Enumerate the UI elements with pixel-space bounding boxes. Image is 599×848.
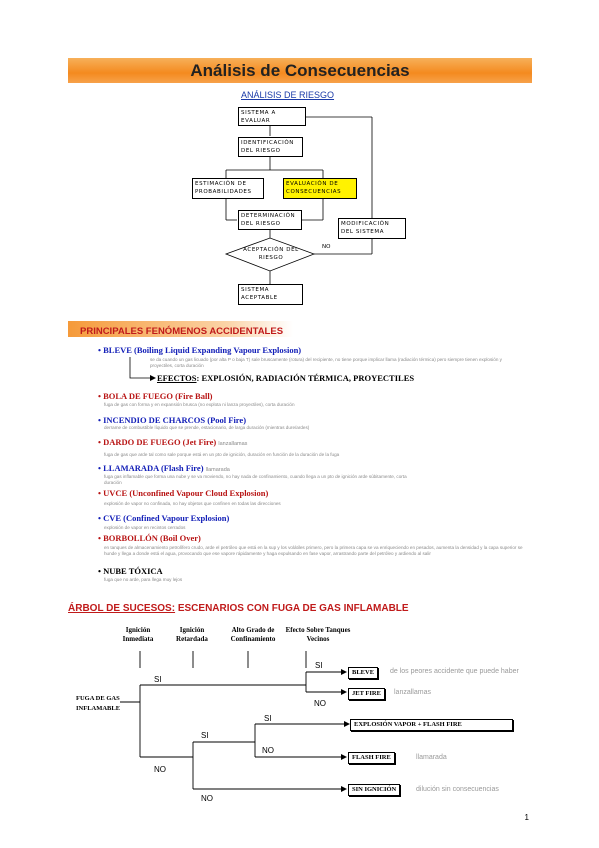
diamond-label: ACEPTACIÓN DEL RIESGO xyxy=(243,247,299,261)
arbol-heading: ÁRBOL DE SUCESOS: ESCENARIOS CON FUGA DE… xyxy=(68,603,409,614)
item-bola-fuego: • BOLA DE FUEGO (Fire Ball) xyxy=(98,391,213,401)
page-number: 1 xyxy=(524,813,529,822)
si-1: SI xyxy=(154,675,162,684)
si-4: SI xyxy=(315,661,323,670)
no-4: NO xyxy=(314,699,326,708)
bleve-desc: se da cuando un gas licuado (por alta P … xyxy=(150,357,502,368)
si-2: SI xyxy=(201,731,209,740)
nube-toxica-desc: fuga que no arde, para llega muy lejos xyxy=(104,577,183,582)
si-3: SI xyxy=(264,714,272,723)
no-1: NO xyxy=(154,765,166,774)
bleve-efectos: EFECTOS: EXPLOSIÓN, RADIACIÓN TÉRMICA, P… xyxy=(157,373,415,383)
fenomenos-heading-bar: PRINCIPALES FENÓMENOS ACCIDENTALES xyxy=(68,321,293,337)
incendio-charcos-desc: derrame de combustible líquido que se pr… xyxy=(104,425,310,430)
header-confinamiento: Alto Grado de Confinamiento xyxy=(230,626,276,643)
outcome-jet-fire: JET FIRE xyxy=(348,688,385,700)
outcome-flash-fire: FLASH FIRE xyxy=(348,752,395,764)
cve-desc: explosión de vapor en recintos cerrados xyxy=(104,525,186,530)
outcome-bleve: BLEVE xyxy=(348,667,379,679)
box-aceptable: SISTEMA ACEPTABLE xyxy=(238,284,303,305)
uvce-desc: explosión de vapor no confinada, no hay … xyxy=(104,501,281,506)
no-2: NO xyxy=(201,794,213,803)
header-ignicion-inmediata: Ignición Inmediata xyxy=(122,626,154,643)
item-cve: • CVE (Confined Vapour Explosion) xyxy=(98,513,230,523)
borbollon-desc: en tanques de almacenamiento petrolífero… xyxy=(104,545,523,556)
llamarada-desc: fuga gas inflamable que forma una nube y… xyxy=(104,474,407,485)
note-sin-ignicion: dilución sin consecuencias xyxy=(416,786,499,793)
riesgo-connectors xyxy=(224,116,373,284)
box-sistema: SISTEMA A EVALUAR xyxy=(238,107,306,126)
item-llamarada: • LLAMARADA (Flash Fire) llamarada xyxy=(98,463,230,473)
bleve-arrow xyxy=(129,357,156,381)
dardo-fuego-desc: fuga de gas que arde tal como sale porqu… xyxy=(104,452,340,457)
box-probabilidades: ESTIMACIÓN DE PROBABILIDADES xyxy=(192,178,264,199)
item-incendio-charcos: • INCENDIO DE CHARCOS (Pool Fire) xyxy=(98,415,247,425)
aceptacion-diamond xyxy=(224,237,316,272)
header-ignicion-retardada: Ignición Retardada xyxy=(176,626,208,643)
header-tanques: Efecto Sobre Tanques Vecinos xyxy=(285,626,351,643)
tree-start: FUGA DE GAS INFLAMABLE xyxy=(76,695,121,712)
item-dardo-fuego: • DARDO DE FUEGO (Jet Fire) lanzallamas xyxy=(98,437,248,447)
fenomenos-heading: PRINCIPALES FENÓMENOS ACCIDENTALES xyxy=(80,326,284,337)
item-borbollon: • BORBOLLÓN (Boil Over) xyxy=(98,533,201,543)
box-consecuencias: EVALUACIÓN DE CONSECUENCIAS xyxy=(283,178,357,199)
note-jet-fire: lanzallamas xyxy=(394,689,431,696)
outcome-explosion: EXPLOSIÓN VAPOR + FLASH FIRE xyxy=(350,719,513,731)
note-flash-fire: llamarada xyxy=(416,754,447,761)
bola-fuego-desc: fuga de gas con forma y en expansión bru… xyxy=(104,402,295,407)
box-modificacion: MODIFICACIÓN DEL SISTEMA xyxy=(338,218,406,239)
box-determinacion: DETERMINACIÓN DEL RIESGO xyxy=(238,210,302,230)
box-identificacion: IDENTIFICACIÓN DEL RIESGO xyxy=(238,137,303,157)
riesgo-subtitle: ANÁLISIS DE RIESGO xyxy=(241,90,335,100)
item-uvce: • UVCE (Unconfined Vapour Cloud Explosio… xyxy=(98,488,269,498)
title-bar: Análisis de Consecuencias xyxy=(68,58,532,83)
item-bleve: • BLEVE (Boiling Liquid Expanding Vapour… xyxy=(98,345,302,355)
item-nube-toxica: • NUBE TÓXICA xyxy=(98,566,163,576)
note-bleve: de los peores accidente que puede haber xyxy=(390,668,519,675)
no-label: NO xyxy=(322,244,331,250)
bleve-title: BLEVE (Boiling Liquid Expanding Vapour E… xyxy=(103,345,302,355)
page-title: Análisis de Consecuencias xyxy=(190,61,410,80)
outcome-sin-ignicion: SIN IGNICIÓN xyxy=(348,784,401,796)
no-3: NO xyxy=(262,746,274,755)
